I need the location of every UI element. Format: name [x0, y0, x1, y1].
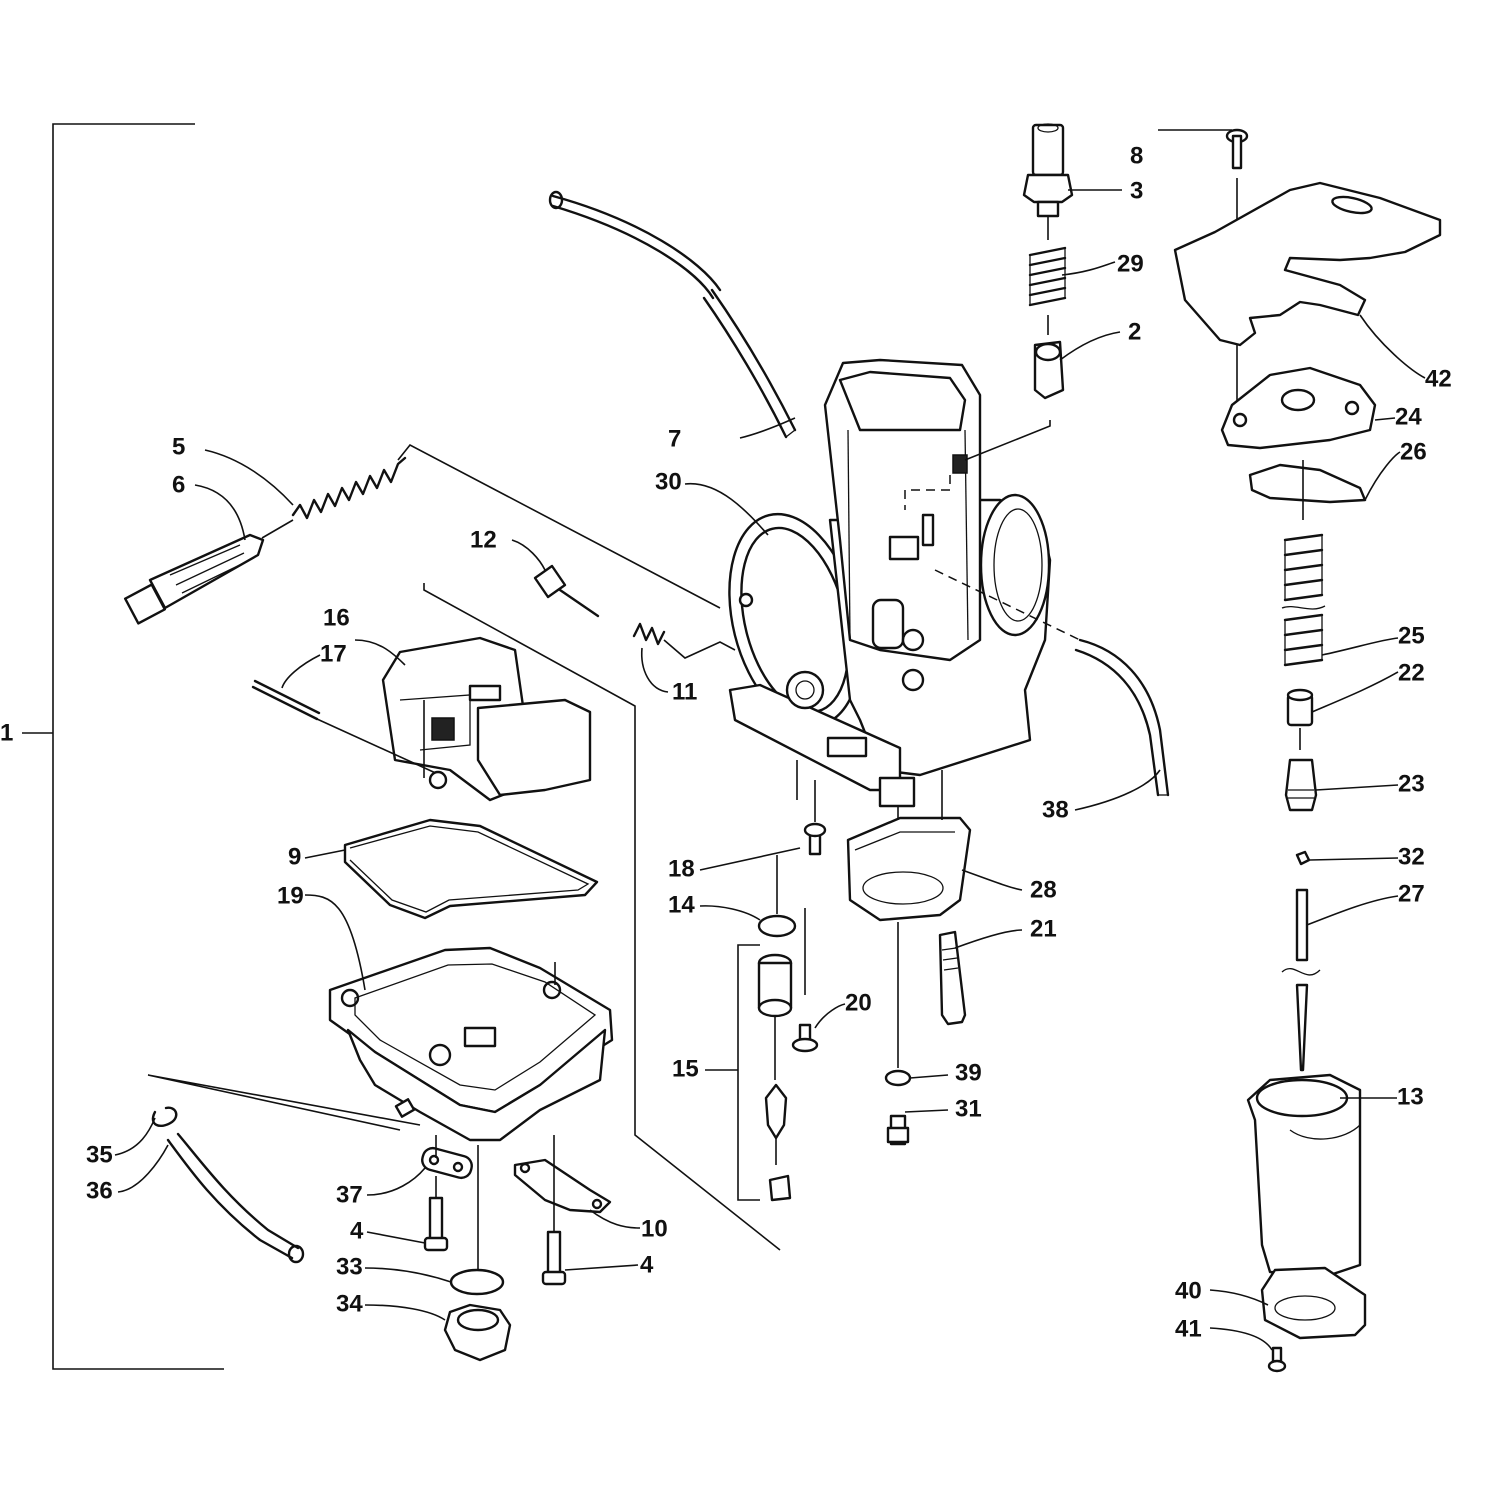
callout-23: 23	[1398, 770, 1425, 797]
jet-oring	[757, 914, 797, 938]
spring-seat	[1286, 688, 1314, 727]
callout-33: 33	[336, 1253, 363, 1280]
callout-25: 25	[1398, 622, 1425, 649]
callout-24: 24	[1395, 403, 1422, 430]
bowl-plate-37	[421, 1146, 473, 1180]
pilot-screw	[533, 564, 600, 618]
float-pin	[251, 679, 321, 721]
callout-31: 31	[955, 1095, 982, 1122]
callout-41: 41	[1175, 1315, 1202, 1342]
main-jet-21	[938, 930, 967, 1026]
callout-32: 32	[1398, 843, 1425, 870]
jet-housing	[846, 816, 972, 922]
slide-bottom	[1260, 1266, 1367, 1340]
e-clip	[1295, 850, 1311, 866]
callout-19: 19	[277, 882, 304, 909]
bowl-screw-left	[423, 1196, 449, 1252]
mixing-chamber-cap	[1220, 366, 1377, 450]
assembly-bracket	[22, 123, 224, 1370]
callout-7: 7	[668, 425, 681, 452]
bowl-plate-10	[513, 1158, 612, 1214]
pilot-jet-31	[886, 1114, 910, 1146]
callout-3: 3	[1130, 177, 1143, 204]
choke-spring	[1028, 246, 1067, 307]
choke-plunger	[1033, 340, 1065, 400]
overflow-tube	[1074, 638, 1170, 797]
callout-5: 5	[172, 433, 185, 460]
valve-seat	[757, 953, 793, 1018]
jet-screw-20	[791, 1023, 819, 1053]
callout-10: 10	[641, 1215, 668, 1242]
callout-35: 35	[86, 1141, 113, 1168]
callout-29: 29	[1117, 250, 1144, 277]
pilot-spring	[632, 622, 666, 646]
callout-28: 28	[1030, 876, 1057, 903]
callout-17: 17	[320, 640, 347, 667]
slide-spring	[1281, 533, 1326, 667]
callout-2: 2	[1128, 318, 1141, 345]
callout-leaders	[114, 129, 1426, 1351]
float-bowl	[328, 946, 614, 1142]
cable-adjuster	[1022, 123, 1074, 218]
jet-needle	[1281, 888, 1321, 1072]
callout-12: 12	[470, 526, 497, 553]
jet-washer	[884, 1069, 912, 1087]
needle-retainer	[1284, 758, 1318, 812]
callout-labels: 1 2 3 4 4 5 6 7 8 9 10 11 12 13 14 15 16…	[0, 142, 1452, 1342]
callout-6: 6	[172, 471, 185, 498]
callout-34: 34	[336, 1290, 363, 1317]
callout-38: 38	[1042, 796, 1069, 823]
callout-21: 21	[1030, 915, 1057, 942]
vent-tube-upper	[551, 194, 722, 300]
slide-screw	[1267, 1346, 1287, 1373]
callout-37: 37	[336, 1181, 363, 1208]
callout-13: 13	[1397, 1083, 1424, 1110]
callout-27: 27	[1398, 880, 1425, 907]
fuel-tube	[166, 1132, 300, 1260]
drain-plug	[443, 1303, 512, 1362]
cap-gasket	[1248, 463, 1367, 504]
needle-clip	[768, 1174, 792, 1202]
callout-18: 18	[668, 855, 695, 882]
carburetor-body	[728, 358, 1052, 808]
callout-4b: 4	[640, 1251, 654, 1278]
callout-1: 1	[0, 719, 13, 746]
callout-26: 26	[1400, 438, 1427, 465]
callout-4a: 4	[350, 1217, 364, 1244]
throttle-slide	[1246, 1073, 1362, 1277]
callout-8: 8	[1130, 142, 1143, 169]
bowl-gasket	[343, 818, 599, 920]
idle-screw	[123, 533, 265, 625]
callout-30: 30	[655, 468, 682, 495]
callout-20: 20	[845, 989, 872, 1016]
callout-11: 11	[672, 678, 697, 705]
callout-16: 16	[323, 604, 350, 631]
callout-42: 42	[1425, 365, 1452, 392]
vent-tube-lower	[702, 288, 797, 439]
bowl-screw-right	[541, 1230, 567, 1286]
tube-clip	[151, 1106, 178, 1127]
cap-screw	[1225, 128, 1249, 170]
callout-15: 15	[672, 1055, 699, 1082]
idle-spring	[291, 456, 407, 520]
float-needle	[764, 1083, 788, 1140]
callout-9: 9	[288, 843, 301, 870]
callout-14: 14	[668, 891, 695, 918]
callout-40: 40	[1175, 1277, 1202, 1304]
callout-22: 22	[1398, 659, 1425, 686]
callout-36: 36	[86, 1177, 113, 1204]
cable-guide-plate	[1173, 181, 1442, 347]
drain-oring	[449, 1268, 505, 1296]
float	[381, 636, 592, 802]
callout-39: 39	[955, 1059, 982, 1086]
